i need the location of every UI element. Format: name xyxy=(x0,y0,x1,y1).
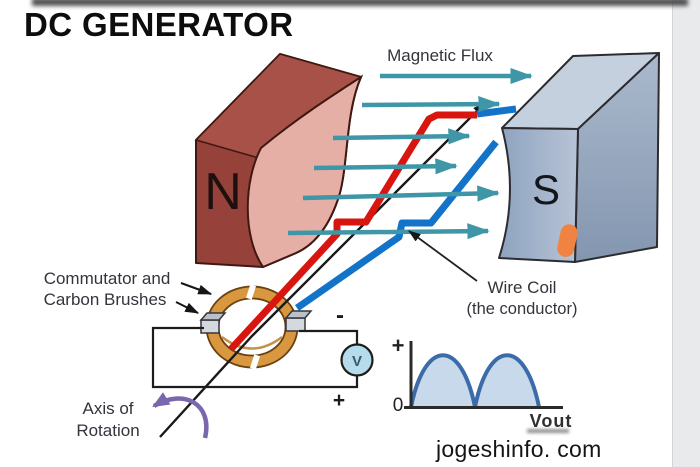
magnet-north-label: N xyxy=(204,163,242,221)
site-watermark: jogeshinfo. com xyxy=(436,436,602,462)
flux-arrow xyxy=(302,185,500,202)
output-voltage-graph: + 0 Vout xyxy=(392,333,573,431)
magnet-south-label: S xyxy=(532,166,560,213)
terminal-minus: - xyxy=(336,302,344,329)
voltmeter-label: V xyxy=(352,353,362,370)
wire-coil-label-line2: (the conductor) xyxy=(467,300,578,318)
commutator-gap-bottom xyxy=(249,354,261,370)
orange-marker xyxy=(557,224,578,257)
graph-x-label: Vout xyxy=(530,411,573,431)
flux-arrow xyxy=(287,223,490,240)
page-title: DC GENERATOR xyxy=(24,6,294,43)
wire-coil-blue-top xyxy=(476,105,517,118)
circuit-wires xyxy=(151,326,359,389)
magnet-south: S xyxy=(498,52,660,263)
flux-arrow xyxy=(332,128,471,145)
commutator-inner-rim xyxy=(221,336,283,350)
commutator-pointer-arrow-1 xyxy=(180,282,213,295)
commutator-label-line2: Carbon Brushes xyxy=(44,290,167,309)
rotation-arrow xyxy=(152,392,209,439)
commutator-label-line1: Commutator and xyxy=(44,269,171,288)
flux-arrow xyxy=(361,96,501,113)
watermark-smudge xyxy=(527,429,569,433)
graph-wave-fill xyxy=(411,355,539,407)
page-right-border xyxy=(672,0,700,467)
commutator-pointer-arrow-2 xyxy=(175,301,200,314)
magnet-north-pole-face xyxy=(246,74,364,269)
magnetic-flux-label: Magnetic Flux xyxy=(387,46,493,65)
carbon-brush-right xyxy=(284,310,313,332)
graph-y-plus: + xyxy=(392,333,405,358)
magnet-north: N xyxy=(194,53,364,269)
voltmeter xyxy=(340,343,374,377)
wire-coil-label-line1: Wire Coil xyxy=(488,278,557,297)
graph-y-zero: 0 xyxy=(393,395,404,416)
magnet-south-pole-face xyxy=(498,127,579,263)
carbon-brush-left xyxy=(199,312,227,334)
commutator-gap-top xyxy=(245,284,257,300)
graph-axes xyxy=(404,341,563,409)
wire-coil-pointer-arrow xyxy=(408,230,478,282)
terminal-plus: + xyxy=(333,389,345,412)
cropped-text-band xyxy=(32,0,688,6)
magnetic-flux-arrows xyxy=(287,67,533,240)
axis-label-line1: Axis of xyxy=(82,399,133,418)
axis-label-line2: Rotation xyxy=(76,421,139,440)
flux-arrow xyxy=(313,158,458,175)
